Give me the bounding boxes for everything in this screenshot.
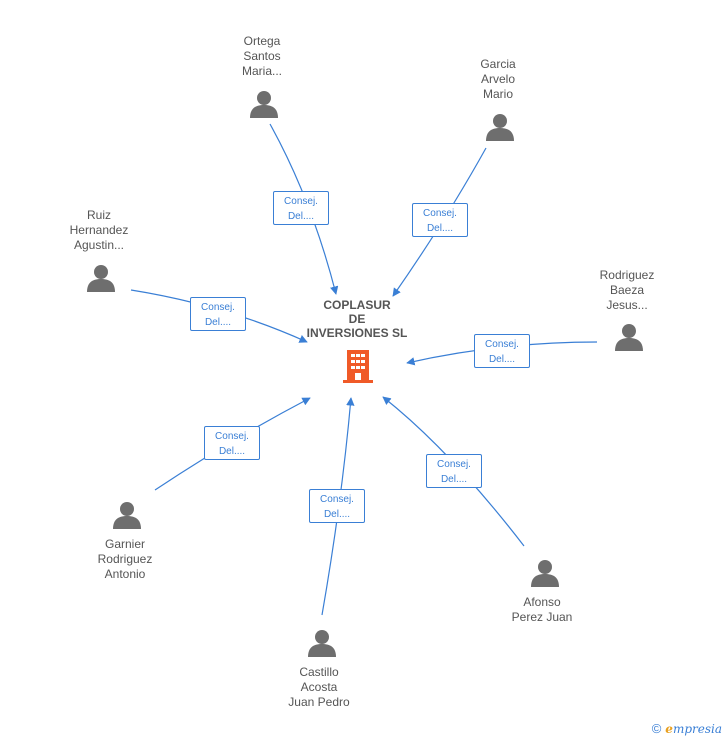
company-name-line-3: INVERSIONES SL [306, 326, 408, 340]
relation-label-line: Del.... [287, 211, 315, 222]
company-name[interactable]: COPLASUR DE INVERSIONES SL [298, 298, 416, 340]
person-name-line: Antonio [104, 567, 146, 581]
relation-label-rodriguez[interactable]: Consej. Del.... [474, 334, 530, 368]
person-icon[interactable] [614, 322, 644, 352]
person-name-line: Agustin... [73, 238, 125, 252]
relation-label-line: Consej. [320, 494, 354, 505]
person-name-ruiz[interactable]: Ruiz Hernandez Agustin... [39, 208, 159, 253]
person-name-line: Ruiz [86, 208, 111, 222]
relation-label-ortega[interactable]: Consej. Del.... [273, 191, 329, 225]
person-name-line: Jesus... [606, 298, 648, 312]
brand-initial: e [665, 721, 673, 736]
person-name-line: Arvelo [480, 72, 515, 86]
relation-label-line: Consej. [215, 431, 249, 442]
relation-label-afonso[interactable]: Consej. Del.... [426, 454, 482, 488]
relation-label-line: Consej. [201, 302, 235, 313]
person-name-line: Juan Pedro [288, 695, 350, 709]
company-name-line-1: COPLASUR [323, 298, 391, 312]
footer-credit[interactable]: © empresia [652, 721, 722, 736]
person-name-line: Hernandez [69, 223, 129, 237]
copyright-symbol: © [651, 721, 662, 736]
person-icon[interactable] [530, 558, 560, 588]
person-name-ortega[interactable]: Ortega Santos Maria... [202, 34, 322, 79]
person-icon[interactable] [86, 263, 116, 293]
relation-label-line: Del.... [204, 317, 232, 328]
person-name-line: Rodriguez [599, 268, 655, 282]
relation-label-line: Consej. [423, 208, 457, 219]
relation-label-line: Consej. [437, 459, 471, 470]
person-name-line: Afonso [523, 595, 561, 609]
person-name-line: Garcia [480, 57, 516, 71]
relation-label-line: Consej. [485, 339, 519, 350]
person-name-rodriguez[interactable]: Rodriguez Baeza Jesus... [567, 268, 687, 313]
relation-label-line: Del.... [440, 474, 468, 485]
relation-label-garcia[interactable]: Consej. Del.... [412, 203, 468, 237]
person-name-afonso[interactable]: Afonso Perez Juan [482, 595, 602, 625]
relation-label-line: Del.... [426, 223, 454, 234]
relation-label-line: Del.... [488, 354, 516, 365]
person-icon[interactable] [249, 89, 279, 119]
brand-logo: empresia [665, 722, 722, 736]
relation-label-castillo[interactable]: Consej. Del.... [309, 489, 365, 523]
person-name-line: Maria... [241, 64, 282, 78]
relation-label-line: Del.... [218, 446, 246, 457]
building-icon[interactable] [341, 348, 375, 384]
person-name-line: Acosta [300, 680, 338, 694]
relation-label-line: Del.... [323, 509, 351, 520]
person-name-line: Ortega [243, 34, 281, 48]
person-name-line: Perez Juan [511, 610, 573, 624]
person-name-line: Castillo [299, 665, 339, 679]
person-name-line: Garnier [104, 537, 145, 551]
company-name-line-2: DE [348, 312, 366, 326]
person-name-line: Mario [482, 87, 513, 101]
person-icon[interactable] [307, 628, 337, 658]
person-name-garcia[interactable]: Garcia Arvelo Mario [438, 57, 558, 102]
relation-label-ruiz[interactable]: Consej. Del.... [190, 297, 246, 331]
person-name-line: Santos [243, 49, 281, 63]
person-name-line: Rodriguez [97, 552, 153, 566]
brand-name: mpresia [672, 721, 722, 736]
person-name-castillo[interactable]: Castillo Acosta Juan Pedro [259, 665, 379, 710]
person-name-garnier[interactable]: Garnier Rodriguez Antonio [65, 537, 185, 582]
person-icon[interactable] [112, 500, 142, 530]
person-icon[interactable] [485, 112, 515, 142]
relation-label-garnier[interactable]: Consej. Del.... [204, 426, 260, 460]
relation-label-line: Consej. [284, 196, 318, 207]
person-name-line: Baeza [609, 283, 645, 297]
